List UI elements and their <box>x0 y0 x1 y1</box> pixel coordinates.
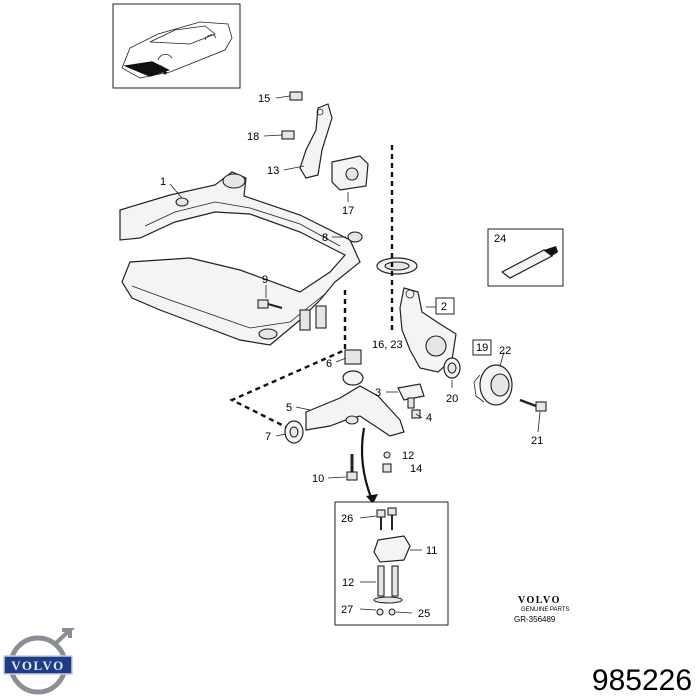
callout-2: 2 <box>441 301 447 313</box>
callout-11: 11 <box>426 545 437 557</box>
callout-6: 6 <box>326 358 332 370</box>
callout-13: 13 <box>267 165 279 177</box>
bushing-7 <box>284 420 304 444</box>
callout-16-23: 16, 23 <box>372 339 403 351</box>
callout-15: 15 <box>258 93 270 105</box>
part-number: 985226 <box>592 664 692 697</box>
callout-10: 10 <box>312 473 324 485</box>
stabilizer-link-bracket <box>281 91 333 179</box>
ball-joint <box>397 383 425 409</box>
callout-5: 5 <box>286 402 292 414</box>
callout-2-box <box>435 297 455 315</box>
spring-seat <box>376 257 418 275</box>
bushing-bracket <box>331 155 369 191</box>
grease-tube-box <box>487 228 564 287</box>
nuts-12-14 <box>382 451 392 473</box>
control-arm <box>305 385 405 437</box>
callout-26: 26 <box>341 513 353 525</box>
leader-lines <box>169 95 541 614</box>
bushing-6 <box>342 349 364 386</box>
subframe <box>119 171 361 346</box>
bushing-8 <box>347 231 363 243</box>
callout-22: 22 <box>499 345 511 357</box>
detail-arrowhead <box>366 494 378 504</box>
callout-12-inset: 12 <box>342 577 354 589</box>
dashed-assembly-line-b <box>229 290 347 430</box>
callout-25: 25 <box>418 608 430 620</box>
callout-9: 9 <box>262 274 268 286</box>
wheel-bearing <box>443 357 461 379</box>
volvo-logo-text: VOLVO <box>11 658 64 673</box>
detail-inset <box>334 501 449 626</box>
callout-1: 1 <box>160 176 166 188</box>
callout-7: 7 <box>265 431 271 443</box>
callout-17: 17 <box>342 205 354 217</box>
bolt-9 <box>257 299 283 309</box>
volvo-arrow-icon <box>54 628 76 645</box>
callout-3: 3 <box>375 387 381 399</box>
callout-24: 24 <box>494 233 506 245</box>
callout-19: 19 <box>476 342 488 354</box>
steering-knuckle <box>399 287 457 373</box>
bolt-10 <box>346 454 358 481</box>
wheel-hub <box>473 364 513 406</box>
vehicle-locator-inset <box>112 3 241 89</box>
diagram-reference: GR-356489 <box>514 615 556 624</box>
bolt-21 <box>519 398 547 412</box>
genuine-parts-label: GENUINE PARTS <box>521 607 569 613</box>
callout-20: 20 <box>446 393 458 405</box>
detail-arrow <box>360 427 374 501</box>
callout-labels: 1 2 3 4 5 6 7 8 9 10 11 12 12 13 14 15 1… <box>160 93 543 620</box>
volvo-badge-bar <box>3 655 73 675</box>
callout-18: 18 <box>247 131 259 143</box>
callout-12-main: 12 <box>402 450 414 462</box>
volvo-wordmark: VOLVO <box>518 595 561 606</box>
callout-21: 21 <box>531 435 543 447</box>
volvo-logo: VOLVO <box>3 628 76 695</box>
callout-14: 14 <box>410 463 422 475</box>
callout-8: 8 <box>322 232 328 244</box>
callout-27: 27 <box>341 604 353 616</box>
callout-19-box <box>472 339 492 356</box>
callout-4: 4 <box>426 412 432 424</box>
diagram-branding: VOLVO GENUINE PARTS GR-356489 <box>514 595 569 624</box>
